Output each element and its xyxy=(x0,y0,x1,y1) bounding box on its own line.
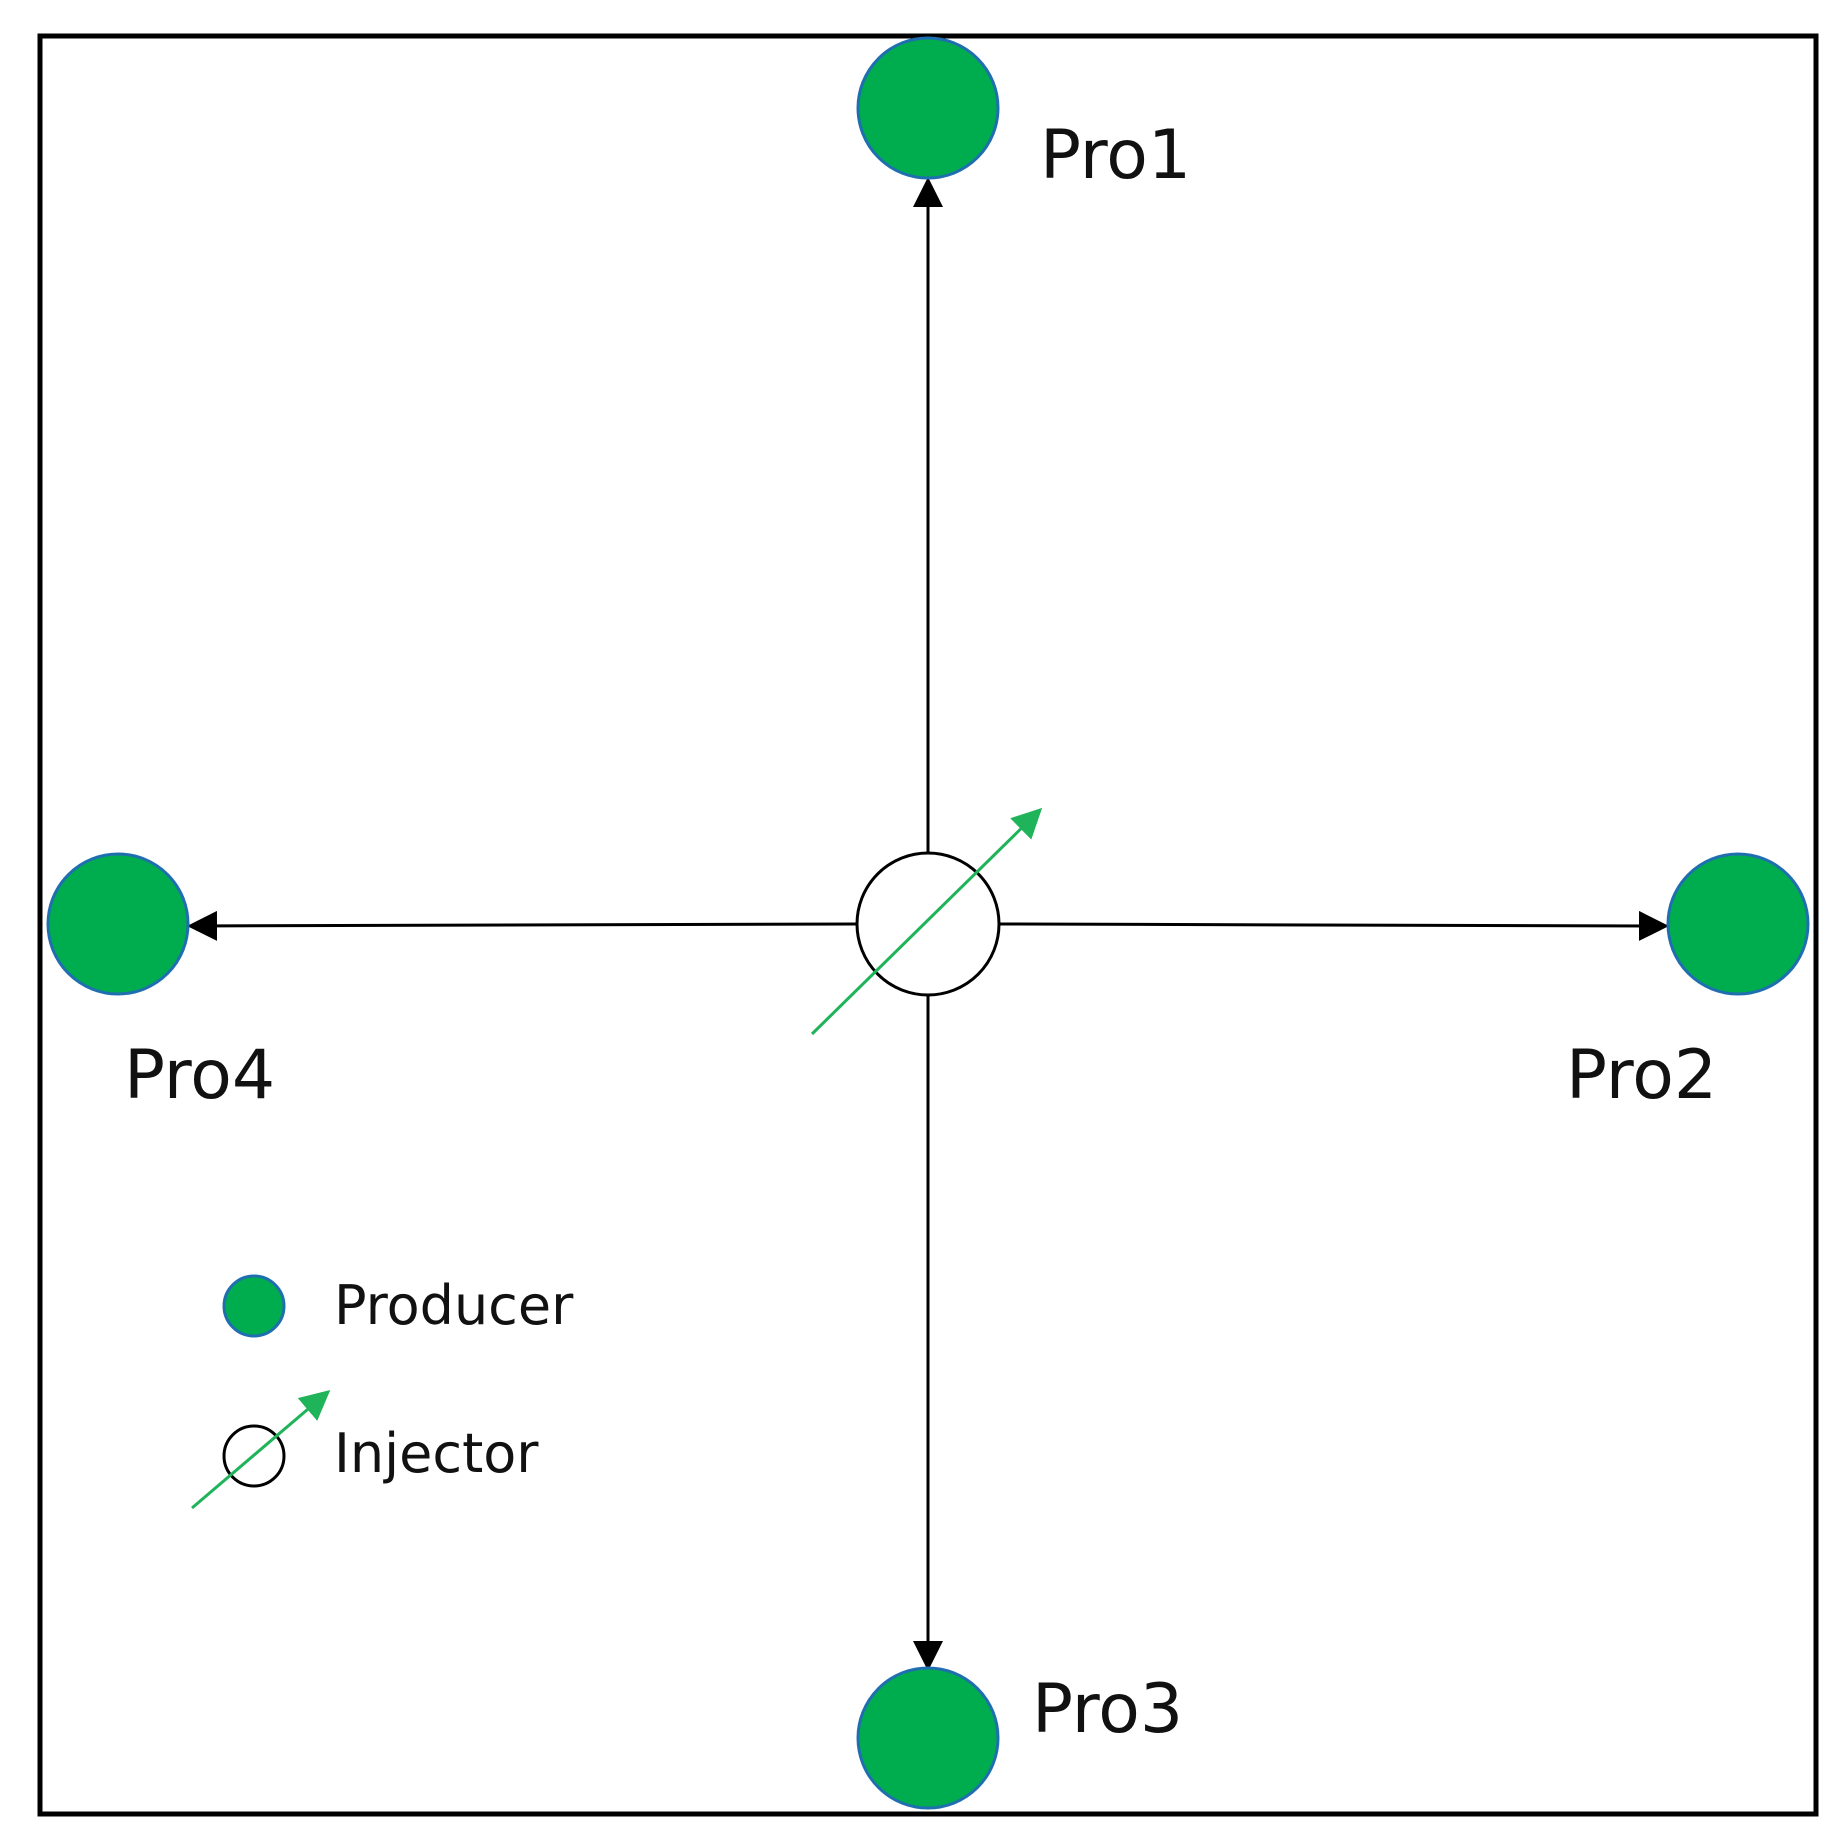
pro2-label: Pro2 xyxy=(1566,1036,1717,1115)
flow-arrow-to-pro4 xyxy=(187,910,857,941)
producer-pro3-icon xyxy=(856,1666,1000,1810)
producer-pro2-icon xyxy=(1666,852,1810,996)
legend-producer-label: Producer xyxy=(334,1274,574,1337)
pro1-label: Pro1 xyxy=(1040,116,1191,195)
pro4-label: Pro4 xyxy=(124,1036,275,1115)
injector-arrow-icon xyxy=(810,807,1043,1036)
legend-injector-arrow-icon xyxy=(191,1390,331,1510)
producer-pro1-icon xyxy=(856,36,1000,180)
pro3-label: Pro3 xyxy=(1032,1670,1183,1749)
injector-icon xyxy=(855,851,1001,997)
producer-pro4-icon xyxy=(46,852,190,996)
flow-arrow-to-pro2 xyxy=(997,910,1669,941)
legend-injector-label: Injector xyxy=(334,1422,539,1485)
legend: Producer Injector xyxy=(191,1274,574,1510)
legend-producer-icon xyxy=(222,1274,286,1338)
